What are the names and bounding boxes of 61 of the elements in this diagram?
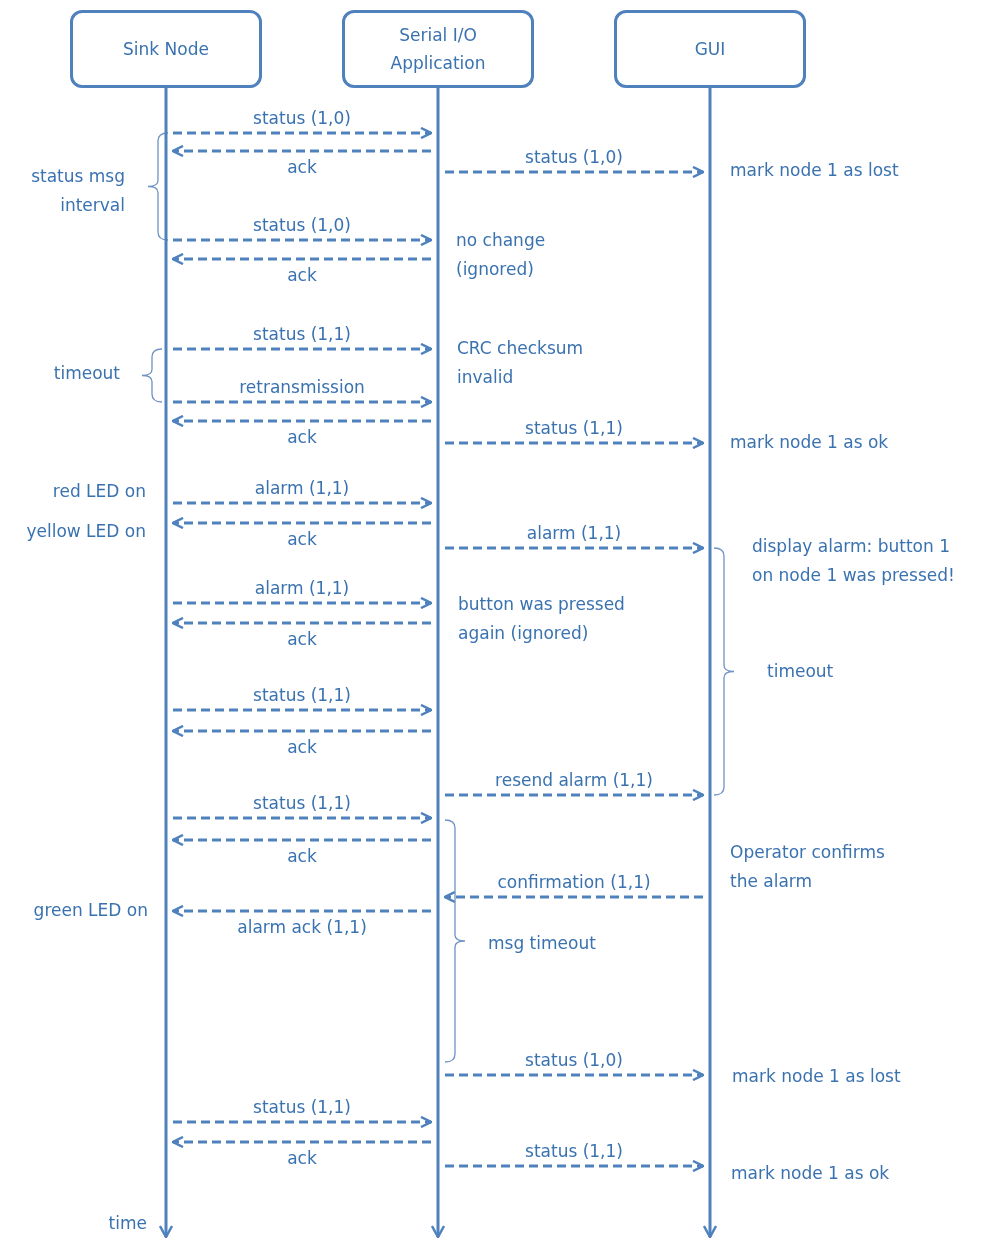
edge-label: status (1,1)	[523, 1141, 625, 1161]
note-text: timeout	[767, 660, 835, 683]
edge-label: status (1,0)	[251, 108, 353, 128]
message-arrow	[173, 395, 433, 409]
participant-box: GUI	[614, 10, 806, 88]
edge-label: status (1,0)	[251, 215, 353, 235]
note-text: CRC checksum invalid	[457, 337, 585, 389]
message-arrow	[171, 616, 431, 630]
note-text: green LED on	[32, 899, 148, 922]
message-arrow	[173, 126, 433, 140]
note-text: status msg interval	[30, 165, 125, 217]
message-arrow	[171, 252, 431, 266]
note-text: yellow LED on	[25, 520, 146, 543]
message-arrow	[171, 833, 431, 847]
note-text: display alarm: button 1 on node 1 was pressed!	[752, 535, 956, 587]
lifeline-arrow	[703, 88, 717, 1238]
note-text: time	[107, 1212, 147, 1235]
edge-label: status (1,1)	[251, 685, 353, 705]
lifeline-arrow	[431, 88, 445, 1238]
message-arrow	[173, 342, 433, 356]
message-arrow	[173, 703, 433, 717]
edge-label: confirmation (1,1)	[495, 872, 653, 892]
note-text: mark node 1 as ok	[731, 1162, 891, 1185]
edge-label: status (1,0)	[523, 147, 625, 167]
message-arrow	[173, 496, 433, 510]
message-arrow	[173, 596, 433, 610]
message-arrow	[445, 541, 705, 555]
note-text: timeout	[52, 362, 120, 385]
note-text: msg timeout	[488, 932, 597, 955]
lifeline-arrow	[159, 88, 173, 1238]
note-text: button was pressed again (ignored)	[458, 593, 626, 645]
note-text: mark node 1 as ok	[730, 431, 890, 454]
edge-label: status (1,1)	[251, 324, 353, 344]
edge-label: resend alarm (1,1)	[493, 770, 655, 790]
edge-label: status (1,1)	[523, 418, 625, 438]
note-text: mark node 1 as lost	[732, 1065, 902, 1088]
message-arrow	[173, 233, 433, 247]
note-text: no change (ignored)	[456, 229, 547, 281]
message-arrow	[171, 724, 431, 738]
message-arrow	[171, 1135, 431, 1149]
note-text: Operator confirms the alarm	[730, 841, 886, 893]
edge-label: status (1,1)	[251, 1097, 353, 1117]
note-text: red LED on	[51, 480, 146, 503]
edge-label: alarm ack (1,1)	[235, 917, 369, 937]
message-arrow	[445, 1068, 705, 1082]
participant-box: Sink Node	[70, 10, 262, 88]
message-arrow	[171, 904, 431, 918]
message-arrow	[171, 516, 431, 530]
participant-box: Serial I/O Application	[342, 10, 534, 88]
edge-label: status (1,0)	[523, 1050, 625, 1070]
message-arrow	[445, 1159, 705, 1173]
message-arrow	[443, 890, 703, 904]
message-arrow	[173, 1115, 433, 1129]
message-arrow	[171, 414, 431, 428]
message-arrow	[445, 788, 705, 802]
message-arrow	[171, 144, 431, 158]
note-text: mark node 1 as lost	[730, 159, 900, 182]
message-arrow	[173, 811, 433, 825]
edge-label: status (1,1)	[251, 793, 353, 813]
message-arrow	[445, 436, 705, 450]
message-arrow	[445, 165, 705, 179]
